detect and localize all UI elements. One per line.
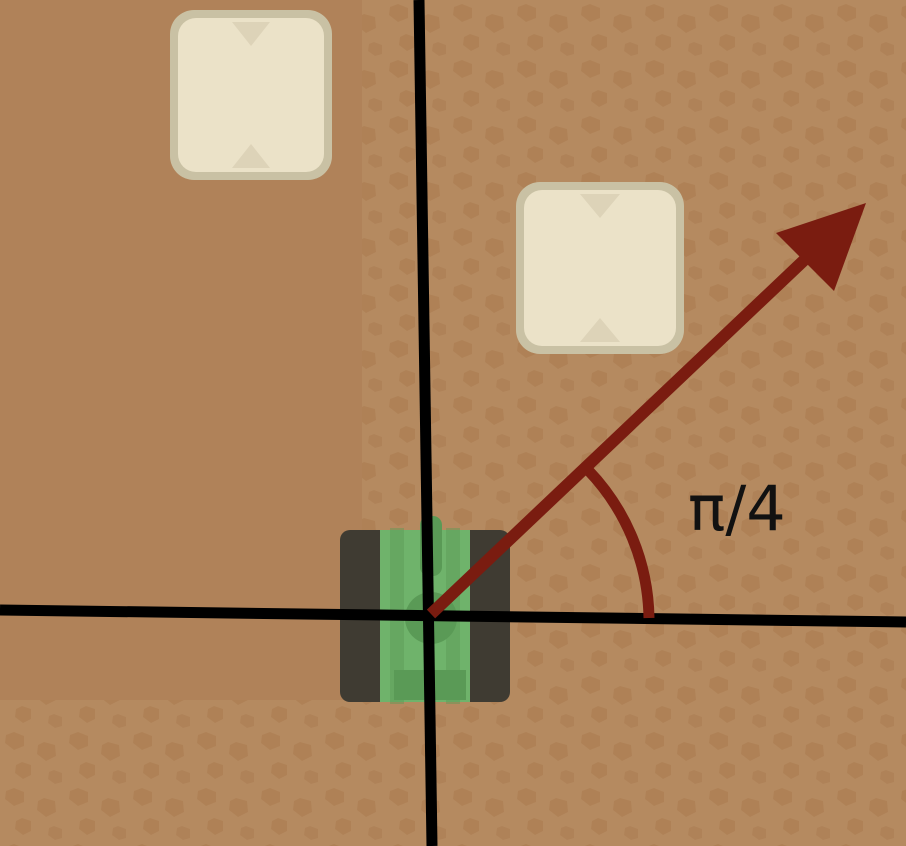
ground-textured-bottom	[0, 700, 362, 846]
angle-arc	[584, 466, 655, 619]
angle-label: π/4	[688, 472, 786, 545]
direction-vector-arrow	[426, 203, 866, 619]
horizontal-axis	[0, 604, 906, 628]
vertical-axis	[413, 0, 438, 846]
crate-icon	[516, 182, 684, 354]
crate-icon	[170, 10, 332, 180]
